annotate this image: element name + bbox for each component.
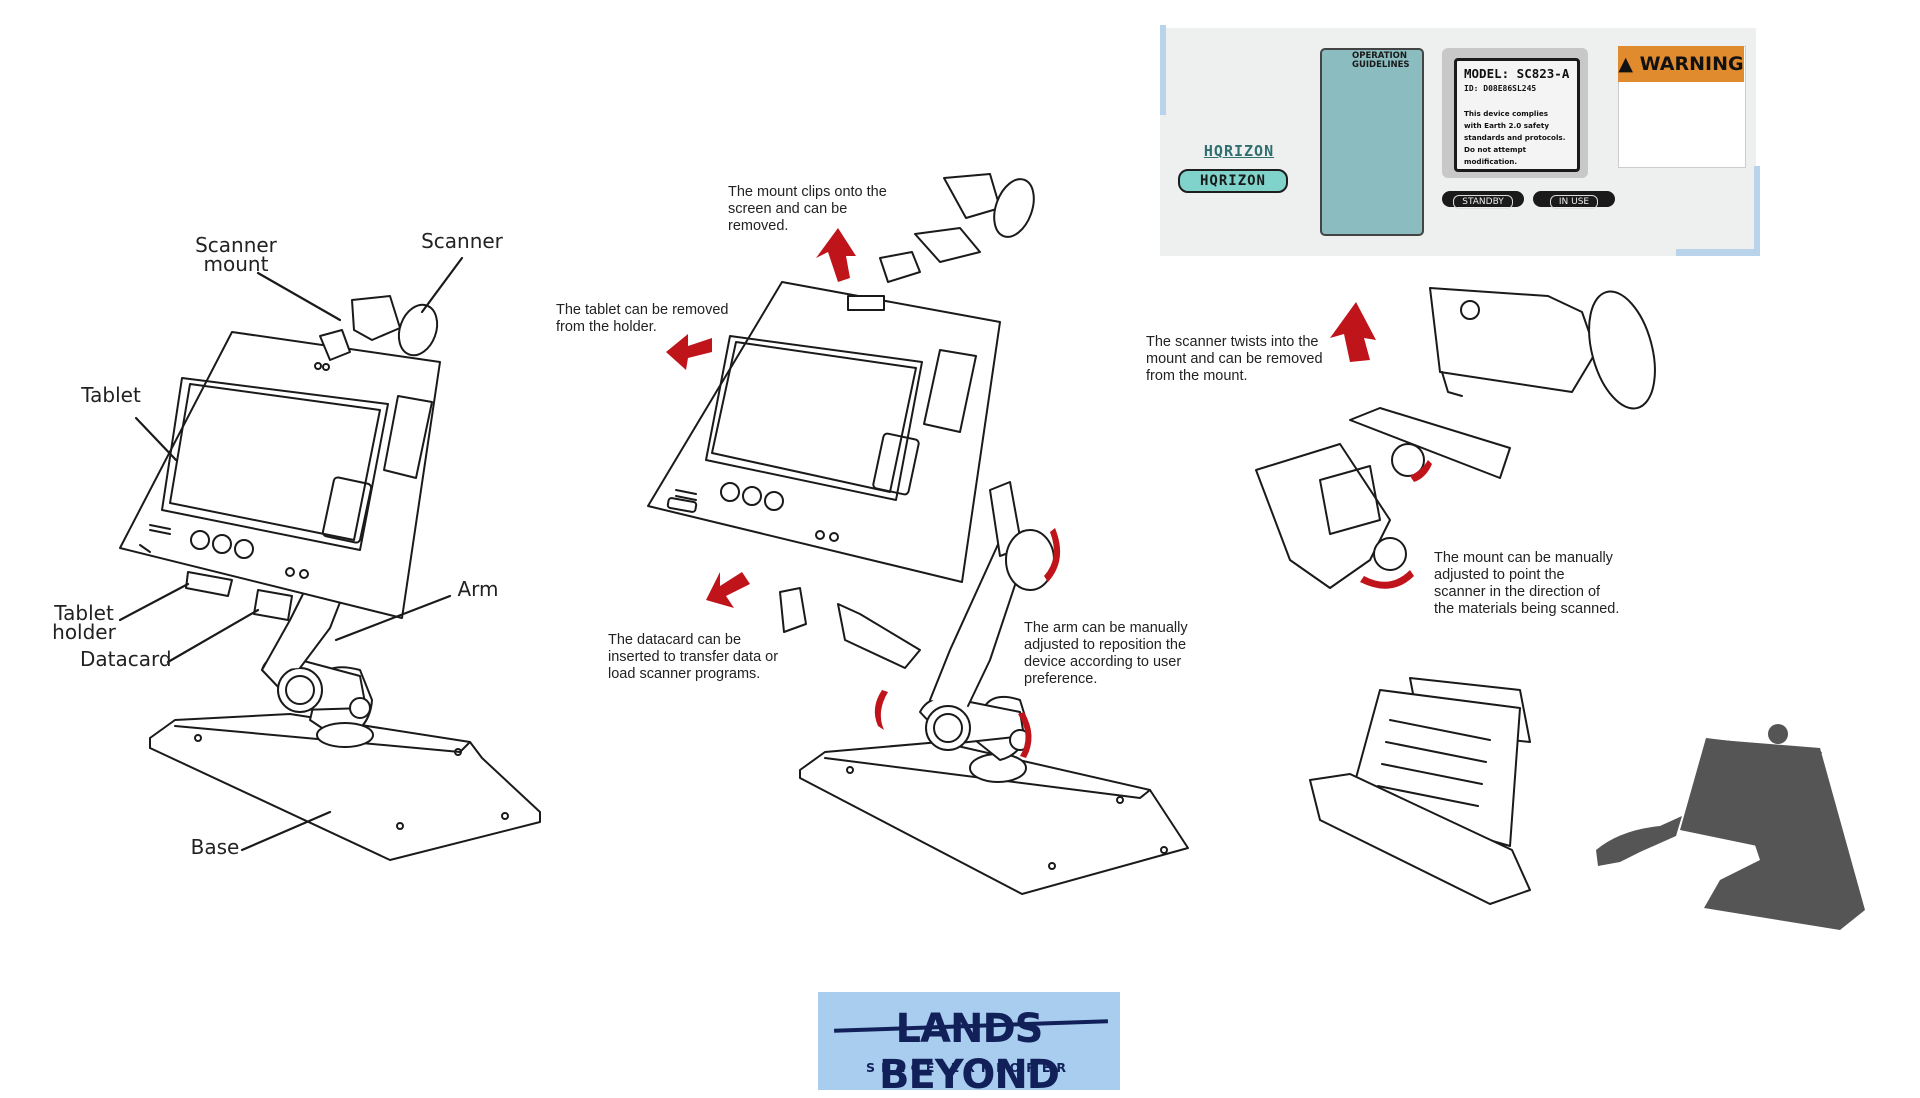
- warning-label: WARNING: [1639, 53, 1744, 75]
- note-datacard-inserted: The datacard can be inserted to transfer…: [608, 632, 779, 682]
- operation-guidelines-title: OPERATION GUIDELINES: [1352, 51, 1410, 70]
- label-scanner: Scanner: [421, 229, 503, 253]
- in-use-button: IN USE: [1533, 191, 1615, 209]
- scanner-detail: [1255, 287, 1656, 589]
- horizon-wordmark: HQRIZON: [1203, 142, 1275, 160]
- logo-subtitle: SPACE EXPLORER: [865, 1060, 1073, 1075]
- panel-corner-accent: [1676, 249, 1760, 256]
- exploded-view: [647, 173, 1189, 895]
- usage-silhouette: [1596, 724, 1865, 930]
- label-scanner-mount: Scanner mount: [195, 233, 277, 276]
- model-id: ID: D08E86SL245: [1464, 84, 1537, 93]
- warning-header: ▲ WARNING: [1618, 46, 1744, 82]
- datacard-detail: [1309, 677, 1531, 905]
- model-screen: [1454, 58, 1580, 172]
- model-title: MODEL: SC823-A: [1464, 66, 1570, 81]
- red-arrows: [666, 228, 1432, 758]
- note-scanner-twists: The scanner twists into the mount and ca…: [1146, 334, 1323, 384]
- label-tablet: Tablet: [81, 383, 141, 407]
- note-mount-adjusted: The mount can be manually adjusted to po…: [1434, 550, 1620, 617]
- assembled-device: [118, 256, 541, 861]
- lands-beyond-logo: [818, 992, 1120, 1090]
- model-compliance-text: This device complies with Earth 2.0 safe…: [1464, 109, 1566, 166]
- note-arm-adjusted: The arm can be manually adjusted to repo…: [1024, 620, 1188, 687]
- label-base: Base: [190, 835, 240, 859]
- operation-guidelines-panel: [1320, 48, 1424, 236]
- horizon-pill-logo: HQRIZON: [1178, 169, 1288, 193]
- label-arm: Arm: [457, 577, 499, 601]
- note-mount-clips: The mount clips onto the screen and can …: [728, 184, 887, 234]
- in-use-label: IN USE: [1549, 195, 1599, 209]
- note-tablet-removed: The tablet can be removed from the holde…: [556, 302, 729, 335]
- logo-title: LANDS BEYOND: [878, 1006, 1060, 1098]
- panel-corner-accent: [1754, 166, 1760, 256]
- label-tablet-holder: Tablet holder: [52, 601, 116, 644]
- panel-corner-accent: [1160, 25, 1166, 115]
- label-datacard: Datacard: [80, 647, 172, 671]
- standby-button: STANDBY: [1442, 191, 1524, 209]
- standby-label: STANDBY: [1453, 195, 1513, 209]
